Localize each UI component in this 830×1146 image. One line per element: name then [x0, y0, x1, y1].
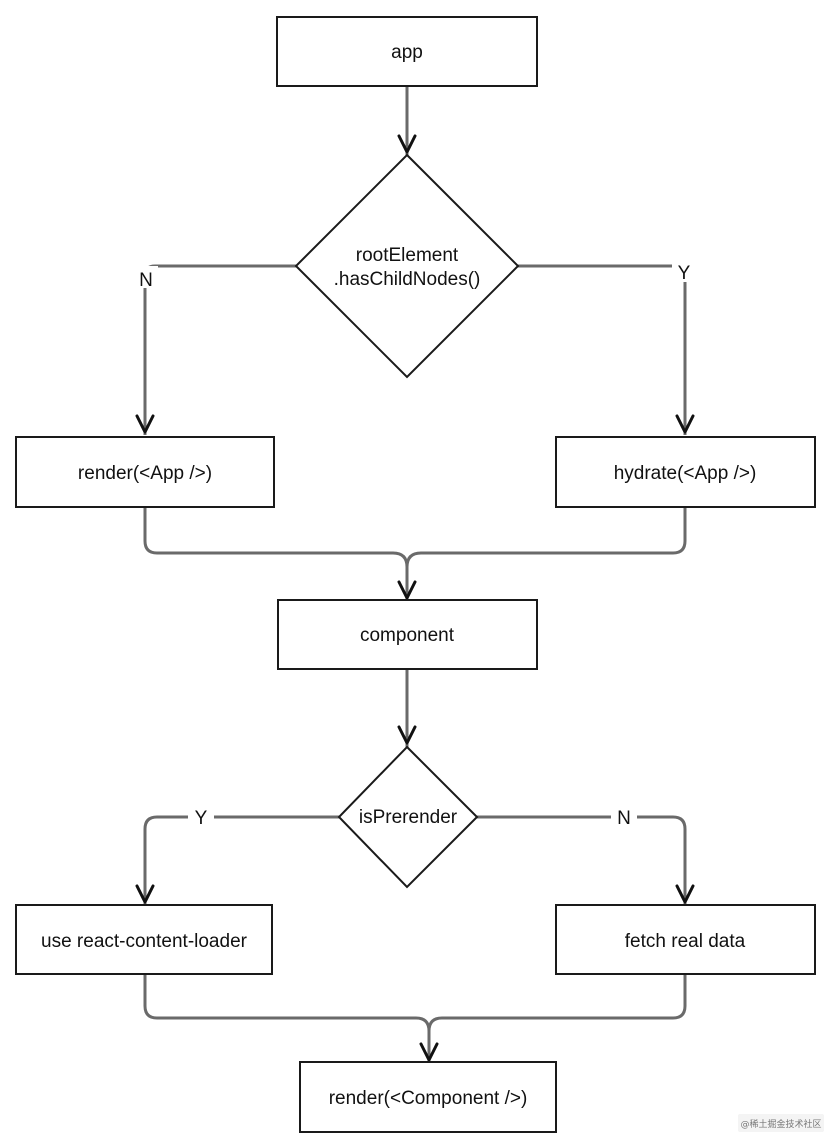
- node-app-label: app: [391, 42, 423, 63]
- node-root-check-line1: rootElement: [356, 245, 459, 266]
- node-component: component: [277, 599, 538, 670]
- edge-labels: N Y Y N: [134, 260, 696, 829]
- node-root-check: rootElement .hasChildNodes(): [294, 153, 520, 379]
- node-is-prerender: isPrerender: [337, 745, 479, 889]
- arrowhead-root-check: [397, 134, 417, 154]
- node-render-app-box: [15, 436, 275, 508]
- edge-prerender-yes-to-loader: [143, 815, 339, 905]
- arrowhead-component: [397, 580, 417, 600]
- node-app-box: [276, 16, 538, 87]
- node-component-box: [277, 599, 538, 670]
- edge-loader-merge: [143, 974, 431, 1062]
- label-prerender-yes: Y: [195, 808, 208, 829]
- edge-root-yes-to-hydrate: [518, 264, 687, 435]
- watermark-text: @稀土掘金技术社区: [740, 1118, 821, 1130]
- edge-fetch-merge: [427, 974, 687, 1032]
- node-hydrate-app-box: [555, 436, 816, 508]
- node-is-prerender-label: isPrerender: [359, 807, 458, 828]
- node-component-label: component: [360, 625, 455, 646]
- label-root-yes: Y: [678, 263, 691, 284]
- edge-root-no-to-render: [143, 264, 296, 435]
- label-prerender-no: N: [617, 808, 631, 829]
- node-is-prerender-diamond: [337, 745, 479, 889]
- node-fetch-data: fetch real data: [555, 904, 816, 975]
- node-fetch-data-label: fetch real data: [625, 931, 746, 952]
- arrowhead-prerender: [397, 725, 417, 745]
- arrowhead-fetch: [675, 884, 695, 904]
- node-root-check-diamond: [294, 153, 520, 379]
- node-hydrate-app-label: hydrate(<App />): [614, 463, 757, 484]
- node-use-loader-box: [15, 904, 273, 975]
- label-root-no: N: [139, 270, 153, 291]
- arrowhead-render-app: [135, 414, 155, 434]
- node-render-app: render(<App />): [15, 436, 275, 508]
- node-render-component-box: [299, 1061, 557, 1133]
- node-app: app: [276, 16, 538, 87]
- node-use-loader-label: use react-content-loader: [41, 931, 248, 952]
- arrowhead-loader: [135, 884, 155, 904]
- node-render-app-label: render(<App />): [78, 463, 212, 484]
- node-render-component: render(<Component />): [299, 1061, 557, 1133]
- arrowhead-render-component: [419, 1042, 439, 1062]
- edge-render-merge: [143, 507, 409, 600]
- edge-prerender-no-to-fetch: [477, 815, 687, 905]
- node-use-loader: use react-content-loader: [15, 904, 273, 975]
- node-hydrate-app: hydrate(<App />): [555, 436, 816, 508]
- arrowhead-hydrate-app: [675, 414, 695, 434]
- edge-hydrate-merge: [405, 507, 687, 568]
- node-root-check-line2: .hasChildNodes(): [334, 269, 481, 290]
- node-fetch-data-box: [555, 904, 816, 975]
- node-render-component-label: render(<Component />): [329, 1088, 528, 1109]
- watermark: @稀土掘金技术社区: [738, 1114, 824, 1132]
